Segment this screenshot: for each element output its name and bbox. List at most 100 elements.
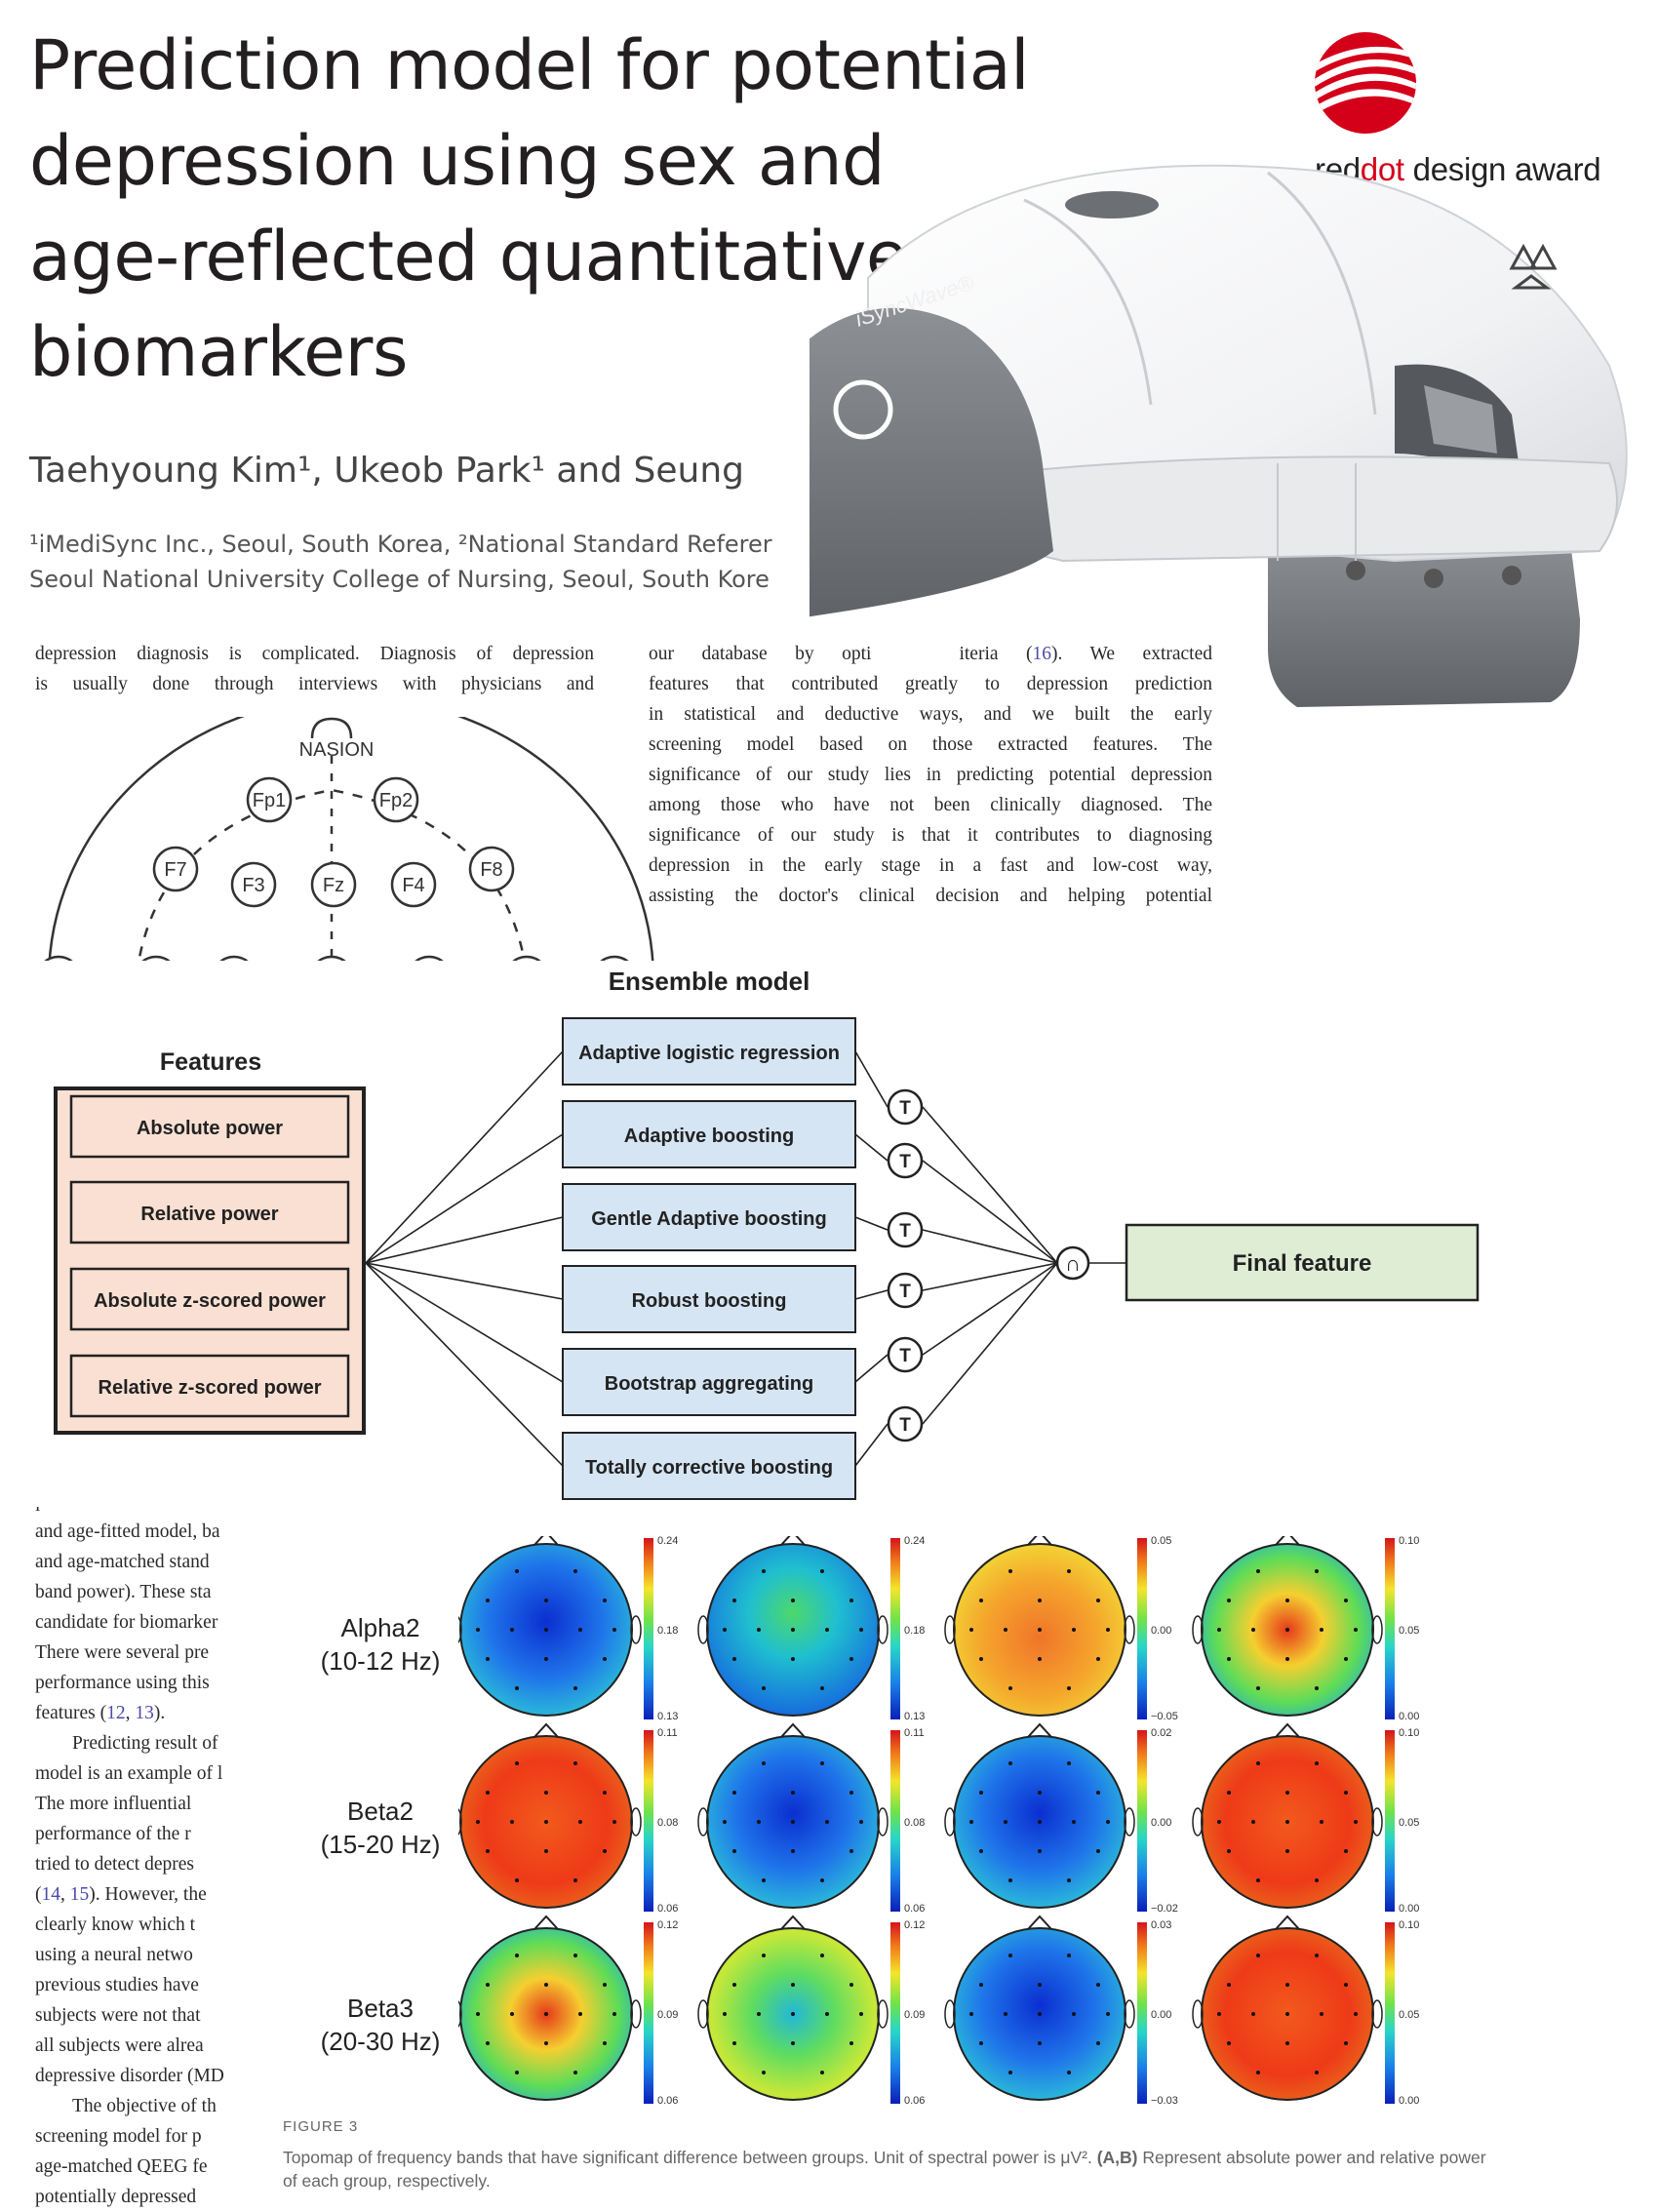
electrode-dot <box>859 2012 863 2016</box>
text-line: is usually done through interviews with … <box>35 674 594 694</box>
topomap-ear <box>458 2000 462 2028</box>
colorbar-tick-label: 0.06 <box>657 2095 678 2107</box>
intersection-node <box>1055 1245 1090 1281</box>
topomap-nose <box>533 1915 559 1930</box>
electrode-dot <box>820 1761 824 1765</box>
electrode-dot <box>1072 1628 1076 1632</box>
electrode-dot <box>515 1761 519 1765</box>
electrode-dot <box>1285 1791 1289 1795</box>
colorbar-tick-label: 0.06 <box>657 1903 678 1915</box>
connector-line <box>922 1262 1058 1291</box>
connector-line <box>854 1289 889 1300</box>
topomap-ear <box>458 1808 462 1836</box>
electrode-dot <box>1038 1657 1042 1661</box>
colorbar-tick-label: 0.10 <box>1399 1727 1419 1739</box>
electrode-label: Fp1 <box>253 790 286 811</box>
model-label: Bootstrap aggregating <box>605 1373 813 1395</box>
electrode-dot <box>979 1599 983 1602</box>
text-line: depression in the early stage in a fast … <box>649 855 1212 876</box>
electrode-dot <box>732 1599 736 1602</box>
electrode-dot <box>515 1686 519 1690</box>
connector-line <box>854 1216 889 1231</box>
colorbar <box>1137 1922 1147 2104</box>
connector-line <box>922 1229 1058 1264</box>
electrode-dot <box>825 1628 829 1632</box>
text-line: There were several pre <box>35 1642 210 1663</box>
electrode-dot <box>1315 1686 1319 1690</box>
electrode-dot <box>791 1791 795 1795</box>
electrode-dot <box>859 1820 863 1824</box>
electrode-dot <box>1227 1791 1231 1795</box>
topomap-ear <box>877 1615 889 1644</box>
colorbar <box>890 1922 900 2104</box>
colorbar-tick-label: 0.02 <box>1151 1727 1171 1739</box>
threshold-node <box>887 1088 924 1126</box>
model-label: Gentle Adaptive boosting <box>591 1208 827 1230</box>
electrode-dot <box>1251 1628 1255 1632</box>
text-line: age-matched QEEG fe <box>35 2156 208 2177</box>
electrode-dot <box>979 1983 983 1987</box>
electrode-dot <box>486 1791 490 1795</box>
model-label: Robust boosting <box>632 1290 787 1312</box>
electrode-dot <box>1038 1983 1042 1987</box>
electrode-dot <box>1354 1820 1358 1824</box>
electrode-dot <box>1344 2041 1348 2045</box>
colorbar-tick-label: 0.12 <box>657 1919 678 1931</box>
ensemble-title: Ensemble model <box>609 967 810 996</box>
text-line: performance using this <box>35 1673 210 1693</box>
electrode-dot <box>732 1849 736 1853</box>
electrode-dot <box>515 1878 519 1882</box>
colorbar-tick-label: 0.13 <box>657 1711 678 1722</box>
electrode-dot <box>979 1849 983 1853</box>
electrode-dot <box>849 1791 853 1795</box>
electrode-dot <box>1285 1820 1289 1824</box>
electrode-dot <box>1344 1657 1348 1661</box>
electrode-dot <box>1217 2012 1221 2016</box>
colorbar-tick-label: 0.06 <box>904 2095 925 2107</box>
electrode-dot <box>1256 1878 1260 1882</box>
colorbar-tick-label: 0.05 <box>1399 1817 1419 1829</box>
topomap-ear <box>1124 1999 1135 2029</box>
colorbar <box>644 1538 653 1719</box>
electrode-dot <box>1038 1820 1042 1824</box>
electrode-dot <box>1067 1878 1071 1882</box>
topomap-ear <box>458 1616 462 1643</box>
electrode-dot <box>612 1820 616 1824</box>
electrode-dot <box>791 2012 795 2016</box>
electrode-dot <box>1315 1954 1319 1957</box>
electrode-dot <box>969 1820 973 1824</box>
final-feature-label: Final feature <box>1233 1250 1372 1277</box>
topomap-ear <box>1124 1615 1135 1644</box>
electrode-dot <box>1096 1657 1100 1661</box>
colorbar-tick-label: 0.00 <box>1399 1711 1419 1722</box>
electrode-dot <box>603 1983 607 1987</box>
text-line: assisting the doctor's clinical decision… <box>649 886 1212 906</box>
electrode-dot <box>573 2071 577 2074</box>
topomap-nose <box>780 1915 806 1930</box>
feature-label: Absolute z-scored power <box>94 1290 326 1312</box>
intersection-symbol: ∩ <box>1065 1251 1081 1276</box>
electrode-dot <box>1256 1954 1260 1957</box>
electrode-dot <box>1285 1983 1289 1987</box>
electrode-dot <box>849 1983 853 1987</box>
electrode-dot <box>1067 1761 1071 1765</box>
topomap-nose <box>1027 1722 1052 1738</box>
colorbar <box>1385 1922 1395 2104</box>
electrode-dot <box>578 1628 582 1632</box>
electrode-dot <box>1096 2041 1100 2045</box>
threshold-symbol: T <box>899 1282 911 1302</box>
electrode-dot <box>1106 1628 1110 1632</box>
electrode-dot <box>1256 2071 1260 2074</box>
electrode-dot <box>578 1820 582 1824</box>
electrode-dot <box>762 2071 766 2074</box>
colorbar-tick-label: 0.00 <box>1151 1625 1171 1637</box>
electrode-dot <box>510 1820 514 1824</box>
electrode-dot <box>791 2041 795 2045</box>
topomap-nose <box>780 1722 806 1738</box>
electrode-dot <box>825 2012 829 2016</box>
electrode-label: F4 <box>402 875 424 896</box>
electrode-dot <box>762 1569 766 1573</box>
electrode-dot <box>791 1849 795 1853</box>
electrode-ring <box>135 788 529 976</box>
nasion-label: NASION <box>299 739 375 761</box>
